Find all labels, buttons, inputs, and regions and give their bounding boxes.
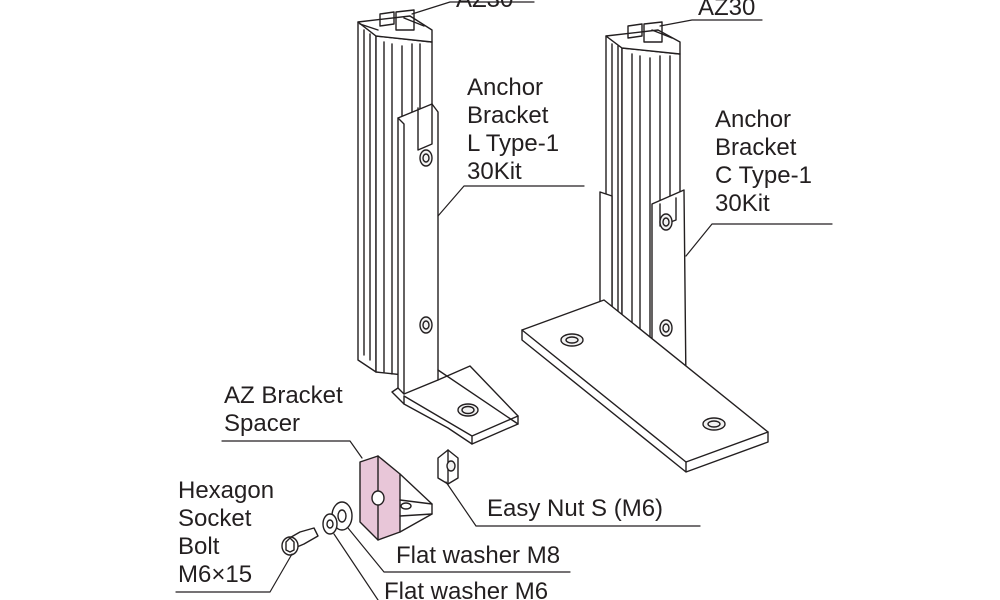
anchor-bracket-l-label: Anchor Bracket L Type-1 30Kit xyxy=(467,74,559,186)
anchor-bracket-l-type xyxy=(391,103,519,445)
bolt-line-2: Socket xyxy=(178,505,252,532)
anchor-c-line-1: Anchor xyxy=(715,106,792,133)
spacer-line-2: Spacer xyxy=(224,410,301,437)
anchor-l-line-1: Anchor xyxy=(467,74,544,101)
flat-washer-m8-label: Flat washer M8 xyxy=(396,542,561,569)
az30-right-label: AZ30 xyxy=(698,0,756,21)
flat-washer-m6-label: Flat washer M6 xyxy=(384,578,549,600)
anchor-bracket-c-label: Anchor Bracket C Type-1 30Kit xyxy=(715,106,812,218)
anchor-c-line-2: Bracket xyxy=(715,134,797,161)
anchor-l-line-4: 30Kit xyxy=(467,158,522,185)
flat-washer-m6 xyxy=(322,513,338,535)
spacer-line-1: AZ Bracket xyxy=(224,382,343,409)
bolt-line-1: Hexagon xyxy=(178,477,275,504)
easy-nut xyxy=(437,449,459,485)
anchor-l-line-3: L Type-1 xyxy=(467,130,560,157)
hexagon-socket-bolt-label: Hexagon Socket Bolt M6×15 xyxy=(178,477,274,589)
anchor-l-line-2: Bracket xyxy=(467,102,549,129)
anchor-c-line-4: 30Kit xyxy=(715,190,770,217)
spacer-label: AZ Bracket Spacer xyxy=(224,382,343,438)
anchor-c-line-3: C Type-1 xyxy=(715,162,812,189)
az-bracket-spacer xyxy=(359,455,433,541)
bolt-line-4: M6×15 xyxy=(178,561,253,588)
leader-lines xyxy=(175,1,833,600)
easy-nut-label: Easy Nut S (M6) xyxy=(487,495,664,522)
bolt-line-3: Bolt xyxy=(178,533,220,560)
az30-left-label: AZ30 xyxy=(456,0,513,14)
anchor-bracket-c-type xyxy=(521,189,769,473)
hexagon-socket-bolt xyxy=(281,527,319,556)
